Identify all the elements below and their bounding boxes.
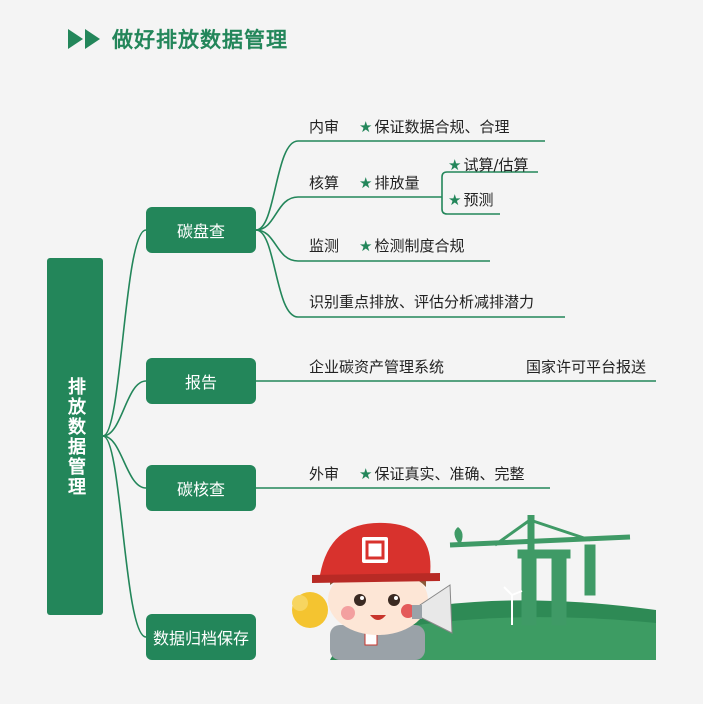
- leaf-report-platform: 国家许可平台报送: [526, 358, 647, 376]
- leaf-accounting-sub-forecast-text: 预测: [463, 191, 494, 209]
- leaf-internal-audit-detail: 保证数据合规、合理: [374, 118, 510, 136]
- star-icon: ★: [448, 191, 462, 209]
- star-icon: ★: [448, 156, 462, 174]
- node-carbon-verification-label: 碳核查: [176, 480, 225, 499]
- double-arrow-icon: [68, 29, 100, 49]
- node-report: 报告: [146, 358, 256, 404]
- leaf-accounting-detail: 排放量: [374, 174, 420, 192]
- root-label: 排放数据管理: [65, 376, 86, 497]
- leaf-monitoring-detail: 检测制度合规: [374, 237, 465, 255]
- leaf-accounting-sub-estimate-text: 试算/估算: [463, 156, 529, 174]
- node-carbon-inventory-label: 碳盘查: [176, 222, 225, 241]
- leaf-internal-audit: 内审 ★保证数据合规、合理: [309, 116, 509, 137]
- node-carbon-inventory: 碳盘查: [146, 207, 256, 253]
- leaf-accounting-label: 核算: [309, 174, 340, 192]
- star-icon: ★: [359, 237, 373, 255]
- leaf-external-audit-label: 外审: [309, 465, 340, 483]
- leaf-monitoring: 监测 ★检测制度合规: [309, 235, 464, 256]
- node-report-label: 报告: [184, 373, 217, 392]
- star-icon: ★: [359, 465, 373, 483]
- page-title: 做好排放数据管理: [112, 28, 288, 52]
- page-title-wrap: 做好排放数据管理: [68, 22, 288, 56]
- leaf-accounting: 核算 ★排放量: [309, 172, 419, 193]
- root-node: 排放数据管理: [47, 258, 103, 615]
- leaf-accounting-sub-forecast: ★预测: [448, 189, 493, 210]
- star-icon: ★: [359, 118, 373, 136]
- illustration-mascot-crane: [292, 515, 656, 660]
- leaf-monitoring-label: 监测: [309, 237, 340, 255]
- node-archive: 数据归档保存: [146, 614, 256, 660]
- leaf-report-system: 企业碳资产管理系统: [309, 358, 445, 376]
- star-icon: ★: [359, 174, 373, 192]
- leaf-external-audit: 外审 ★保证真实、准确、完整: [309, 463, 524, 484]
- leaf-external-audit-detail: 保证真实、准确、完整: [374, 465, 525, 483]
- leaf-identify: 识别重点排放、评估分析减排潜力: [309, 293, 535, 311]
- leaf-accounting-sub-estimate: ★试算/估算: [448, 154, 529, 175]
- leaf-internal-audit-label: 内审: [309, 118, 340, 136]
- node-carbon-verification: 碳核查: [146, 465, 256, 511]
- node-archive-label: 数据归档保存: [152, 629, 249, 648]
